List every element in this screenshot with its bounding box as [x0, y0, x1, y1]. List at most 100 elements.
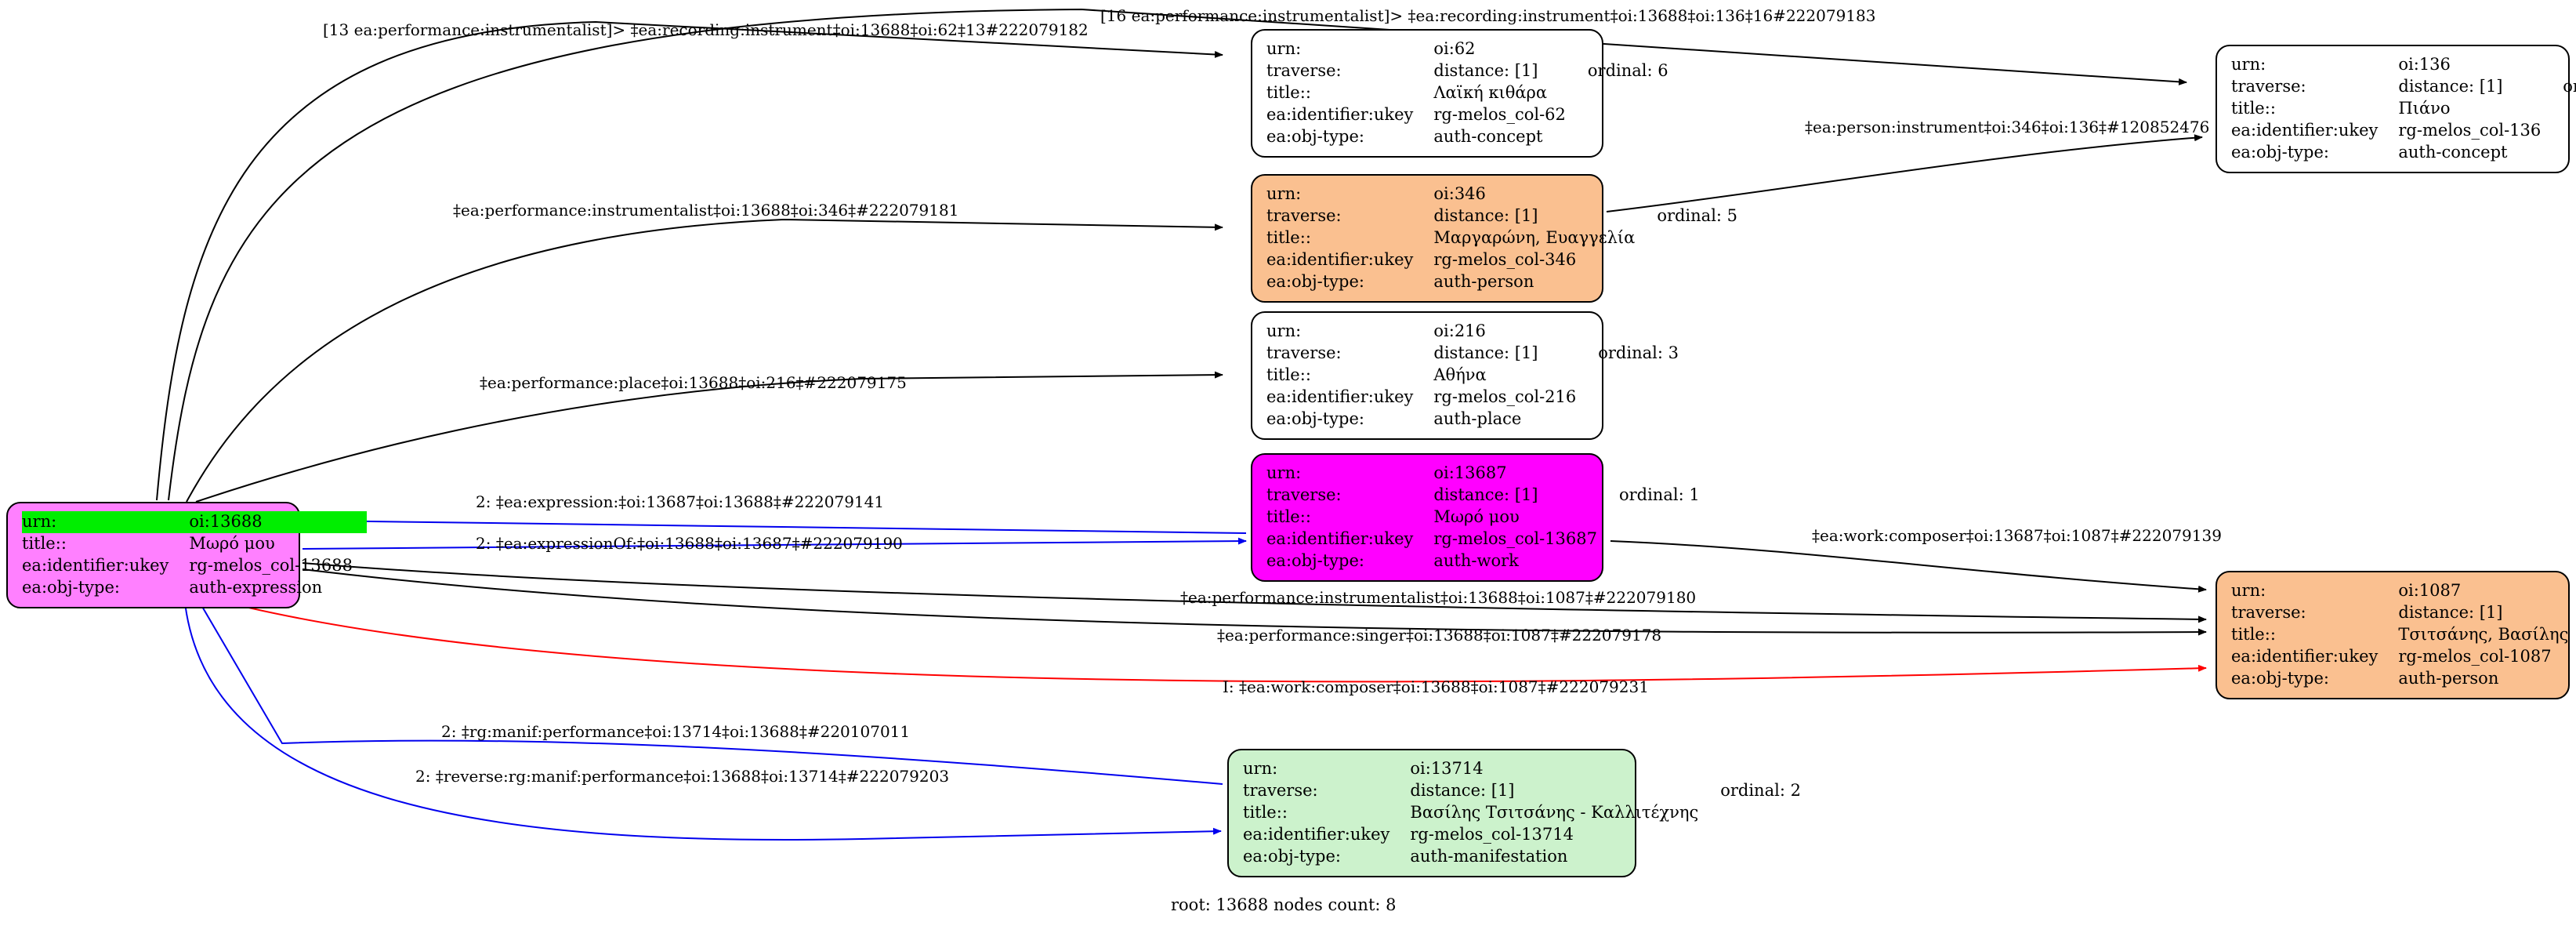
node-traverse-distance: distance: [1] [1433, 60, 1538, 80]
node-traverse-ordinal: ordinal: 3 [1598, 343, 1679, 362]
graph-edge [186, 218, 1223, 503]
node-traverse-label: traverse: [2231, 602, 2306, 622]
node-field-row: title::Βασίλης Τσιτσάνης - Καλλιτέχνης [1243, 802, 1801, 824]
node-field-row: traverse:distance: [1]ordinal: 2 [1243, 780, 1801, 802]
node-urn-label: urn: [1243, 759, 1278, 778]
node-title-label: title:: [2231, 98, 2276, 118]
node-objtype-label: ea:obj-type: [1243, 846, 1341, 866]
node-field-row: traverse:distance: [1]ordinal: 3 [1266, 343, 1679, 365]
node-title-value: Τσιτσάνης, Βασίλης [2398, 624, 2569, 644]
node-field-row: title::Τσιτσάνης, Βασίλης [2231, 624, 2576, 646]
graph-edge-label: [13 ea:performance:instrumentalist]> ‡ea… [323, 20, 1089, 39]
node-field-row: traverse: distance: [1] ordinal: 6 [1266, 60, 1668, 82]
node-traverse-ordinal: ordinal: 6 [1587, 60, 1668, 80]
node-urn-value: oi:13688 [189, 511, 367, 533]
node-objtype-value: auth-person [2398, 668, 2499, 688]
node-field-row: urn: oi:216 [1266, 321, 1679, 343]
node-ukey-label: ea:identifier:ukey [22, 555, 169, 575]
node-urn-label: urn: [1266, 184, 1302, 203]
node-traverse-distance: distance: [1] [2398, 602, 2503, 622]
node-field-row: title::Μαργαρώνη, Ευαγγελία [1266, 227, 1737, 249]
node-urn-value: oi:216 [1433, 321, 1486, 340]
node-traverse-label: traverse: [1266, 60, 1342, 80]
graph-edge-label: ‡ea:performance:instrumentalist‡oi:13688… [1180, 588, 1697, 607]
node-ukey-value: rg-melos_col-13687 [1433, 528, 1597, 548]
node-objtype-value: auth-concept [2398, 142, 2508, 162]
node-urn-label: urn: [1266, 321, 1302, 340]
node-urn-label: urn: [2231, 581, 2266, 600]
node-traverse-label: traverse: [1266, 485, 1342, 504]
node-traverse-label: traverse: [1243, 780, 1318, 800]
node-field-row: urn:oi:62 [1266, 38, 1668, 60]
graph-edge-label: 2: ‡ea:expression:‡oi:13687‡oi:13688‡#22… [476, 492, 885, 511]
graph-edge-label: 2: ‡rg:manif:performance‡oi:13714‡oi:136… [441, 722, 911, 741]
graph-node[interactable]: urn: oi:216 traverse:distance: [1]ordinal:… [1251, 311, 1679, 440]
node-title-label: title:: [1266, 365, 1311, 384]
node-traverse-label: traverse: [1266, 343, 1342, 362]
node-objtype-value: auth-expression [189, 577, 323, 597]
node-objtype-value: auth-place [1433, 409, 1522, 428]
graph-edge-label: I: ‡ea:work:composer‡oi:13688‡oi:1087‡#2… [1223, 677, 1649, 696]
node-field-row: title::Πιάνο [2231, 98, 2576, 120]
node-ukey-label: ea:identifier:ukey [1266, 249, 1414, 269]
node-title-value: Λαϊκή κιθάρα [1433, 82, 1548, 102]
node-field-row: title::Μωρό μου [22, 533, 367, 555]
node-field-row: title::Λαϊκή κιθάρα [1266, 82, 1668, 104]
graph-edge [156, 20, 1223, 501]
node-traverse-distance: distance: [1] [2398, 76, 2503, 96]
node-urn-value: oi:1087 [2398, 581, 2462, 600]
node-traverse-label: traverse: [2231, 76, 2306, 96]
node-objtype-value: auth-work [1433, 550, 1519, 570]
node-objtype-label: ea:obj-type: [2231, 668, 2329, 688]
node-objtype-value: auth-manifestation [1410, 846, 1568, 866]
node-objtype-label: ea:obj-type: [1266, 550, 1364, 570]
graph-edge [195, 595, 1223, 785]
node-title-value: Μαργαρώνη, Ευαγγελία [1433, 227, 1636, 247]
node-ukey-value: rg-melos_col-136 [2398, 120, 2542, 140]
node-field-row: urn:oi:13714 [1243, 758, 1801, 780]
node-objtype-label: ea:obj-type: [22, 577, 120, 597]
graph-edge [1610, 540, 2207, 593]
node-objtype-label: ea:obj-type: [1266, 126, 1364, 146]
node-traverse-ordinal: ordinal: 5 [1657, 205, 1738, 225]
node-field-row: traverse:distance: [1]ordinal: 7 [2231, 76, 2576, 98]
node-field-row: ea:obj-type: auth-concept [2231, 142, 2576, 164]
node-title-value: Βασίλης Τσιτσάνης - Καλλιτέχνης [1410, 802, 1699, 822]
node-objtype-value: auth-person [1433, 271, 1534, 291]
node-ukey-value: rg-melos_col-13688 [189, 555, 353, 575]
node-field-row: urn: oi:1087 [2231, 580, 2576, 602]
graph-edge-label: [16 ea:performance:instrumentalist]> ‡ea… [1100, 6, 1876, 25]
graph-edge-label: 2: ‡reverse:rg:manif:performance‡oi:1368… [415, 767, 950, 786]
node-title-label: title:: [1266, 227, 1311, 247]
node-objtype-label: ea:obj-type: [1266, 271, 1364, 291]
graph-edge [168, 8, 2187, 501]
node-traverse-distance: distance: [1] [1433, 205, 1538, 225]
node-title-value: Πιάνο [2398, 98, 2451, 118]
node-urn-label: urn: [22, 511, 190, 533]
graph-footer-label: root: 13688 nodes count: 8 [1171, 895, 1397, 914]
node-title-label: title:: [22, 533, 67, 553]
node-urn-label: urn: [1266, 463, 1302, 482]
node-ukey-value: rg-melos_col-216 [1433, 387, 1577, 406]
node-traverse-ordinal: ordinal: 2 [1720, 780, 1801, 800]
node-ukey-label: ea:identifier:ukey [1266, 104, 1414, 124]
node-ukey-value: rg-melos_col-346 [1433, 249, 1577, 269]
node-field-row: title::Αθήνα [1266, 365, 1679, 387]
node-title-value: Μωρό μου [1433, 507, 1520, 526]
node-ukey-label: ea:identifier:ukey [2231, 646, 2379, 666]
node-objtype-label: ea:obj-type: [2231, 142, 2329, 162]
node-traverse-label: traverse: [1266, 205, 1342, 225]
node-field-row: ea:identifier:ukey rg-melos_col-13688 [22, 555, 367, 577]
graph-edge-label: ‡ea:performance:instrumentalist‡oi:13688… [453, 201, 959, 220]
